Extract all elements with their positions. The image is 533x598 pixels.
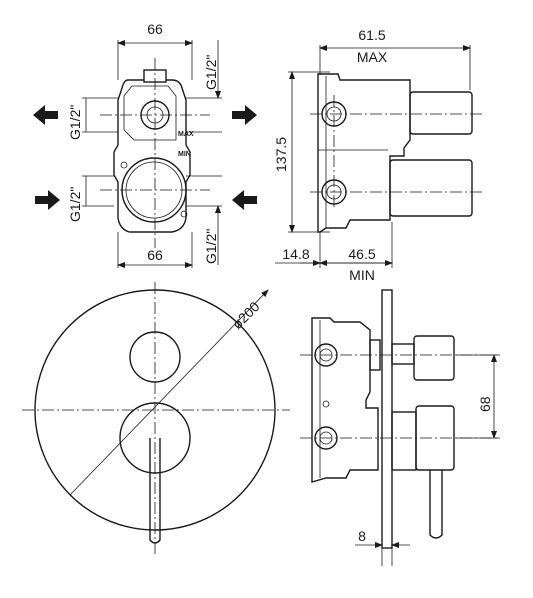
- thread-top-right-label: G1/2": [203, 55, 219, 90]
- assembly-lever-collar: [391, 411, 417, 471]
- thread-upper-left-label: G1/2": [67, 105, 83, 140]
- assembly-diverter-stem: [391, 343, 415, 365]
- side-outlet-stub: [409, 91, 473, 135]
- front-cover-plate: ø200: [22, 282, 290, 555]
- outflow-right-arrow: [232, 105, 257, 125]
- side-body-outline: [317, 73, 411, 233]
- front-view-body: 66 66 MAX MIN G1/2" G1/2": [33, 21, 257, 268]
- side-cartridge-housing: [389, 159, 473, 217]
- assembly-diverter-knob: [413, 335, 455, 381]
- outflow-left-arrow: [33, 105, 58, 125]
- depth-min-value: 46.5: [348, 246, 375, 262]
- width-bottom-label: 66: [147, 247, 163, 263]
- min-marker: MIN: [178, 151, 191, 158]
- spacing-label: 68: [477, 396, 493, 412]
- depth-max-label: MAX: [357, 49, 388, 65]
- height-label: 137.5: [273, 137, 289, 172]
- assembly-body-outline: [311, 317, 379, 483]
- max-marker: MAX: [178, 131, 194, 138]
- plate-thickness-label: 8: [358, 528, 366, 544]
- diameter-label: ø200: [229, 298, 263, 332]
- thread-bottom-right-label: G1/2": [203, 229, 219, 264]
- inflow-left-arrow: [35, 190, 60, 210]
- assembly-cover-plate: [381, 289, 393, 549]
- depth-min-label: MIN: [349, 267, 375, 283]
- thread-lower-left-label: G1/2": [67, 187, 83, 222]
- offset-label: 14.8: [282, 246, 309, 262]
- depth-max-value: 61.5: [358, 27, 385, 43]
- valve-body-outline: [113, 79, 191, 233]
- side-assembly: 68 8: [300, 289, 500, 566]
- assembly-lever-handle: [429, 470, 443, 539]
- side-view-body: 61.5 MAX 137.5 14.8 46.5 MIN: [273, 27, 485, 283]
- width-top-label: 66: [147, 21, 163, 37]
- inflow-right-arrow: [232, 190, 257, 210]
